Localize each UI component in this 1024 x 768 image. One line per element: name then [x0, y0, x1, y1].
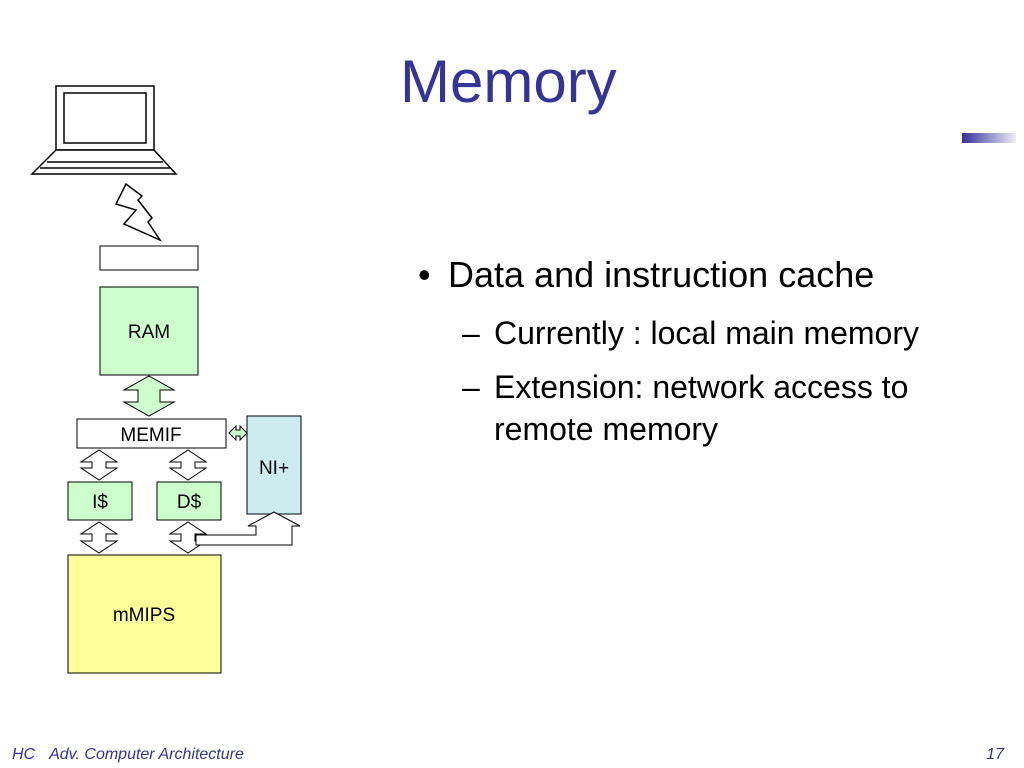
- bullet-dot: •: [418, 254, 431, 295]
- sub-bullet-dash: –: [462, 315, 480, 351]
- processor-block: [67, 554, 222, 674]
- ni-label: NI+: [259, 458, 289, 479]
- memif-ni-arrow: [228, 424, 248, 442]
- ram-memif-arrow: [122, 375, 176, 417]
- memif-dcache-arrow: [168, 449, 208, 481]
- icache-block: [67, 481, 133, 521]
- icache-processor-arrow: [79, 521, 119, 554]
- sub-bullet-item: – Extension: network access to remote me…: [410, 366, 990, 450]
- footer-page-number: 17: [986, 746, 1004, 763]
- sub-bullet-item: – Currently : local main memory: [410, 312, 990, 354]
- dcache-label: D$: [177, 492, 202, 513]
- bullet-text: Data and instruction cache: [448, 254, 875, 295]
- processor-label: mMIPS: [113, 605, 175, 626]
- slide-title: Memory: [400, 48, 617, 115]
- bullet-item: • Data and instruction cache: [410, 252, 990, 298]
- dcache-block: [156, 481, 222, 521]
- wireless-interface-block: [99, 245, 199, 271]
- footer-course: HC Adv. Computer Architecture: [12, 746, 244, 764]
- title-underline-bar: [962, 133, 1016, 143]
- memif-icache-arrow: [79, 449, 119, 481]
- sub-bullet-text: Currently : local main memory: [494, 315, 919, 351]
- memif-label: MEMIF: [120, 425, 181, 446]
- sub-bullet-dash: –: [462, 369, 480, 405]
- sub-bullet-text: Extension: network access to remote memo…: [494, 369, 909, 447]
- footer-course-name: Adv. Computer Architecture: [49, 746, 244, 763]
- lightning-icon: [114, 182, 163, 242]
- processor-ni-arrow: [195, 511, 301, 546]
- ram-block: [99, 286, 199, 376]
- memif-block: [76, 418, 227, 449]
- icache-label: I$: [92, 492, 108, 513]
- footer-course-code: HC: [12, 746, 36, 763]
- laptop-icon: [30, 85, 178, 175]
- ram-label: RAM: [128, 322, 170, 343]
- bullet-list: • Data and instruction cache – Currently…: [410, 252, 990, 462]
